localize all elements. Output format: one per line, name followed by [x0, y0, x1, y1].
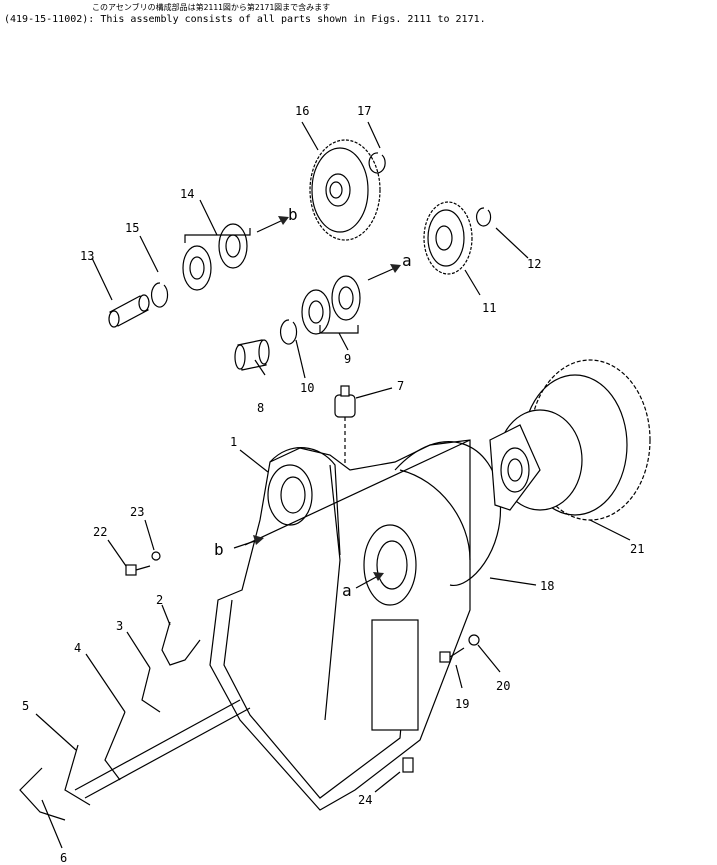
- callout-10: 10: [300, 381, 314, 395]
- tubes-2-6: [19, 621, 251, 821]
- callout-14: 14: [180, 187, 194, 201]
- flow-label-a-top: a: [402, 251, 412, 270]
- callout-16: 16: [295, 104, 309, 118]
- bolt-22: [125, 564, 151, 576]
- leader-lines: [35, 121, 631, 849]
- flow-arrows: [233, 216, 401, 589]
- bearing-pair-14: [182, 199, 251, 291]
- snap-ring-10: [279, 319, 298, 345]
- gear-16: [309, 139, 381, 241]
- japanese-note: このアセンブリの構成部品は第2111図から第2171図まで含みます: [92, 3, 331, 12]
- callout-20: 20: [496, 679, 510, 693]
- callout-15: 15: [125, 221, 139, 235]
- callout-5: 5: [22, 699, 29, 713]
- washer-20: [468, 634, 480, 646]
- callout-13: 13: [80, 249, 94, 263]
- gear-11: [423, 201, 473, 275]
- transmission-case-1: [209, 439, 471, 811]
- torque-converter-21: [489, 359, 651, 521]
- snap-ring-15: [150, 282, 169, 308]
- callout-7: 7: [397, 379, 404, 393]
- snap-ring-12: [475, 207, 492, 227]
- callout-8: 8: [257, 401, 264, 415]
- flow-label-b-top: b: [288, 205, 298, 224]
- washer-23: [151, 551, 161, 561]
- callout-9: 9: [344, 352, 351, 366]
- callout-12: 12: [527, 257, 541, 271]
- assembly-note: (419-15-11002): This assembly consists o…: [4, 14, 486, 25]
- breather-7: [334, 385, 356, 475]
- bearing-pair-9: [301, 275, 361, 351]
- flow-label-a-case: a: [342, 581, 352, 600]
- callout-21: 21: [630, 542, 644, 556]
- flow-label-b-case: b: [214, 540, 224, 559]
- callout-24: 24: [358, 793, 372, 807]
- plug-24: [402, 757, 414, 773]
- callout-4: 4: [74, 641, 81, 655]
- snap-ring-17: [368, 152, 386, 174]
- callout-18: 18: [540, 579, 554, 593]
- callout-2: 2: [156, 593, 163, 607]
- callout-11: 11: [482, 301, 496, 315]
- callout-19: 19: [455, 697, 469, 711]
- sleeve-8: [234, 339, 270, 371]
- header: このアセンブリの構成部品は第2111図から第2171図まで含みます (419-1…: [4, 2, 486, 26]
- callout-3: 3: [116, 619, 123, 633]
- callout-17: 17: [357, 104, 371, 118]
- bolt-19: [439, 647, 465, 663]
- callout-6: 6: [60, 851, 67, 865]
- sleeve-13: [108, 294, 150, 328]
- callout-22: 22: [93, 525, 107, 539]
- callout-1: 1: [230, 435, 237, 449]
- callout-23: 23: [130, 505, 144, 519]
